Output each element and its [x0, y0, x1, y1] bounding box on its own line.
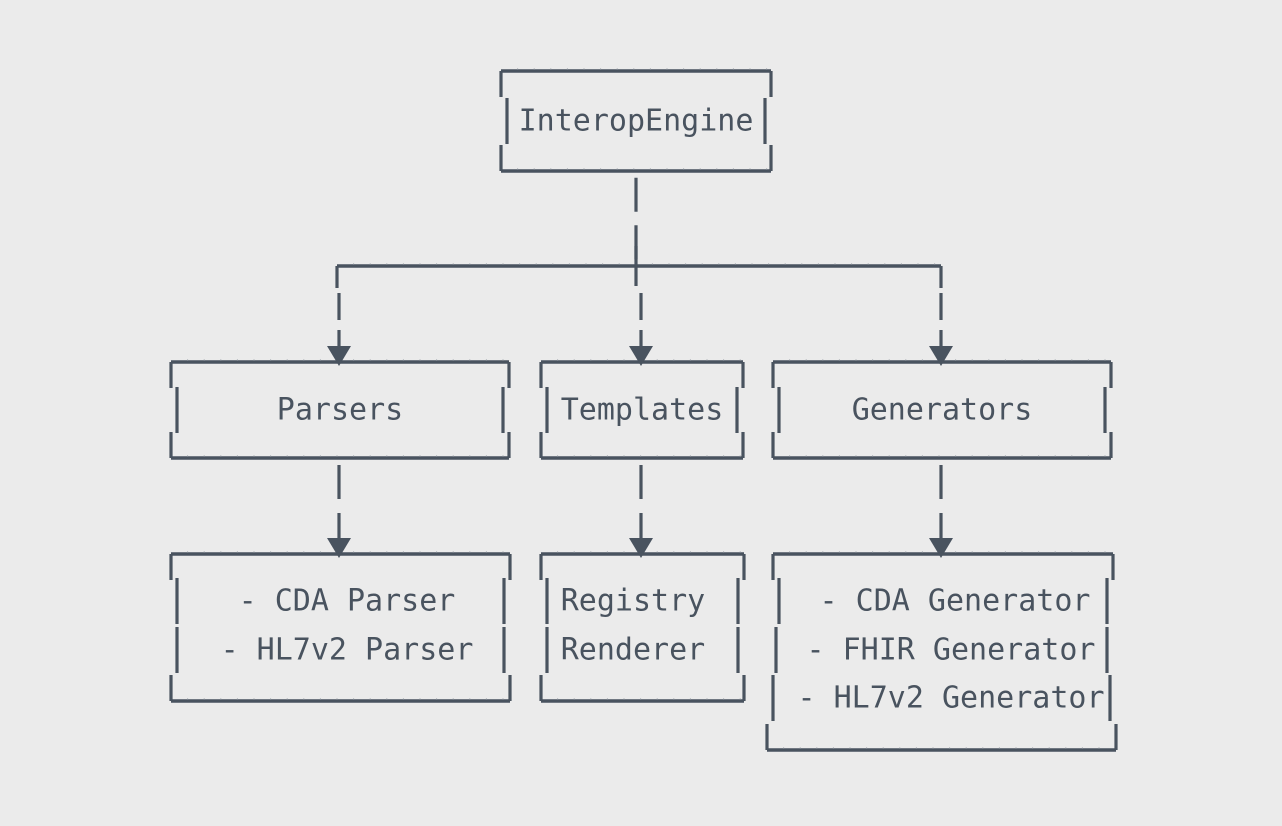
- node-parsers-bottom: [171, 455, 509, 460]
- node-templates-detail-row-1-label: Renderer: [561, 633, 706, 668]
- node-interop-engine-label: InteropEngine: [519, 104, 754, 139]
- node-generators-label: Generators: [852, 393, 1033, 428]
- node-templates-detail-row-0-label: Registry: [561, 584, 706, 619]
- node-interop-engine-bottom: [501, 168, 771, 173]
- node-templates-detail-bottom: [541, 698, 744, 703]
- node-parsers-detail-row-1-label: - HL7v2 Parser: [221, 633, 474, 668]
- node-generators-detail-row-0-label: - CDA Generator: [820, 584, 1091, 619]
- node-parsers-detail: [169, 551, 512, 703]
- node-templates: [539, 359, 745, 460]
- node-templates-bottom: [541, 455, 743, 460]
- node-parsers-label: Parsers: [277, 393, 403, 428]
- node-generators-detail-bottom: [767, 747, 1116, 752]
- node-parsers-detail-inbound-arrowhead: [327, 538, 351, 558]
- node-generators-inbound-arrowhead: [929, 346, 953, 366]
- node-templates-detail: [539, 551, 746, 703]
- node-interop-engine: [499, 68, 773, 173]
- node-generators-detail-inbound-arrowhead: [929, 538, 953, 558]
- node-templates-detail-inbound-arrowhead: [629, 538, 653, 558]
- node-parsers-inbound-arrowhead: [327, 346, 351, 366]
- node-generators-detail-row-1-label: - FHIR Generator: [807, 633, 1096, 668]
- arrowhead-layer: [327, 346, 953, 558]
- node-parsers-detail-bottom: [171, 698, 510, 703]
- node-templates-inbound-arrowhead: [629, 346, 653, 366]
- node-generators-bottom: [773, 455, 1111, 460]
- node-generators-detail-row-2-label: - HL7v2 Generator: [797, 681, 1104, 716]
- node-parsers-detail-row-0-label: - CDA Parser: [239, 584, 456, 619]
- connector-bus: [337, 263, 941, 268]
- node-interop-engine-top: [501, 68, 771, 73]
- node-templates-label: Templates: [561, 393, 724, 428]
